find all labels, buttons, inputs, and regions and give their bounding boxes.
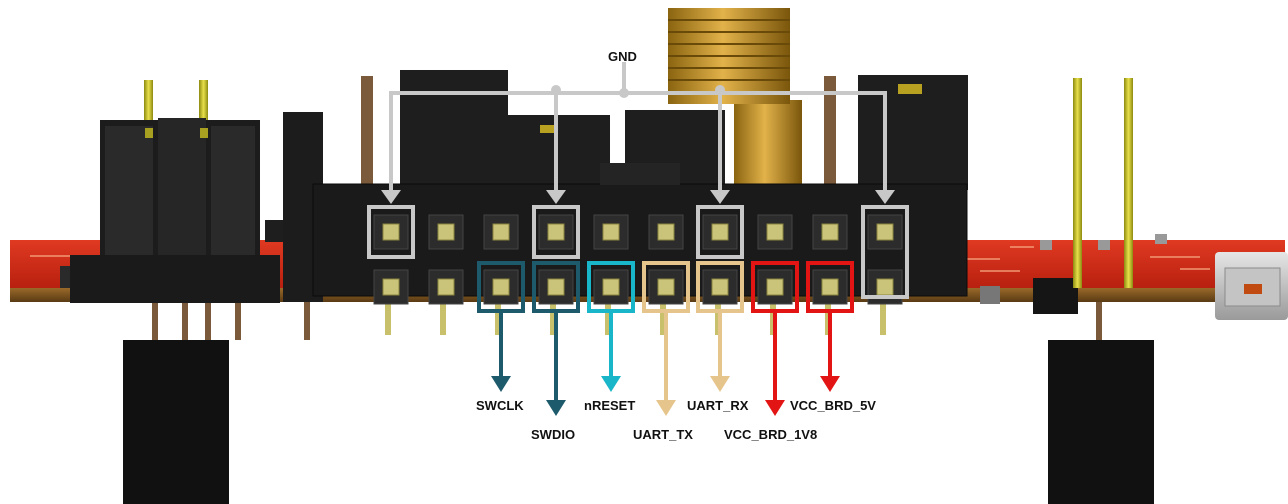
- uart-tx-label: UART_TX: [633, 428, 693, 442]
- pin-contact: [383, 224, 399, 240]
- pin-contact: [712, 279, 728, 295]
- pin-contact: [493, 224, 509, 240]
- pin-contact: [548, 224, 564, 240]
- pin-contact: [767, 279, 783, 295]
- pin-contact: [877, 279, 893, 295]
- pin-contact: [658, 279, 674, 295]
- gnd-label: GND: [608, 50, 637, 64]
- uart-rx-label: UART_RX: [687, 399, 748, 413]
- pin-contact: [603, 224, 619, 240]
- nreset-label: nRESET: [584, 399, 635, 413]
- header-key: [600, 163, 680, 185]
- yellow-pin: [1073, 78, 1082, 288]
- pin-contact: [383, 279, 399, 295]
- right-standoff: [1048, 340, 1154, 504]
- pin-contact: [658, 224, 674, 240]
- brown-pin: [361, 76, 373, 186]
- vcc-brd-1v8-label: VCC_BRD_1V8: [724, 428, 817, 442]
- pin-contact: [767, 224, 783, 240]
- pin-contact: [877, 224, 893, 240]
- swclk-label: SWCLK: [476, 399, 524, 413]
- yellow-pin: [1124, 78, 1133, 288]
- swdio-label: SWDIO: [531, 428, 575, 442]
- pin-contact: [603, 279, 619, 295]
- pin-contact: [438, 279, 454, 295]
- pin-contact: [438, 224, 454, 240]
- pin-contact: [822, 279, 838, 295]
- jumper-cap-yellow: [898, 84, 922, 94]
- pin-contact: [493, 279, 509, 295]
- usb-connector: [1215, 252, 1288, 320]
- bottom-pins: [152, 300, 1102, 340]
- jumper-cap-yellow: [540, 125, 556, 133]
- pin-contact: [548, 279, 564, 295]
- pin-contact: [822, 224, 838, 240]
- pin-contact: [712, 224, 728, 240]
- left-standoff: [123, 340, 229, 504]
- vcc-brd-5v-label: VCC_BRD_5V: [790, 399, 876, 413]
- left-jumper-block: [70, 118, 280, 303]
